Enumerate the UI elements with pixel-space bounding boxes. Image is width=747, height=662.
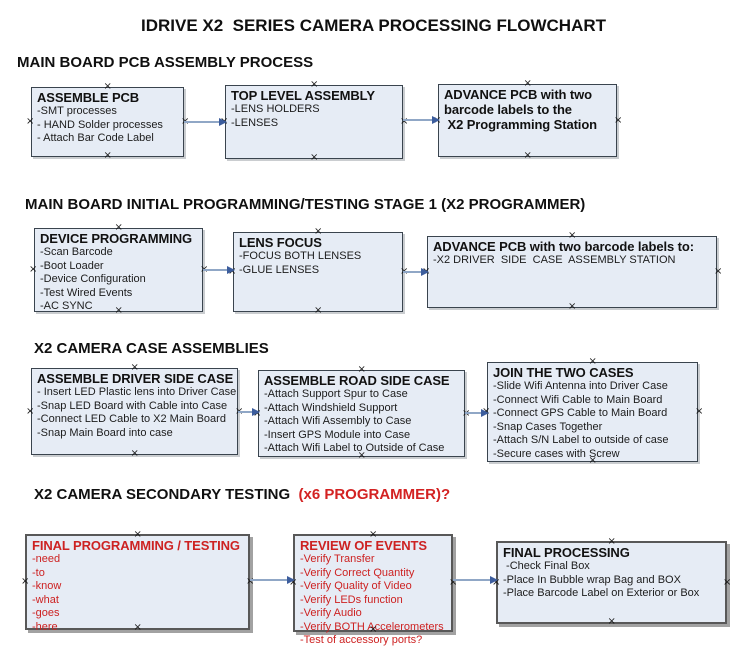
box-item: -Attach Wifi Label to Outside of Case xyxy=(264,442,445,454)
box-item: -LENSES xyxy=(231,116,279,129)
box-item: - Attach Bar Code Label xyxy=(37,132,154,144)
flow-connector-2[interactable] xyxy=(403,116,440,124)
connector-handle-icon: × xyxy=(103,150,112,161)
page-title: IDRIVE X2 SERIES CAMERA PROCESSING FLOWC… xyxy=(140,16,607,35)
box-item: -what xyxy=(32,593,59,606)
box-item: -Connect LED Cable to X2 Main Board xyxy=(37,413,226,425)
flow-connector-8[interactable] xyxy=(453,576,498,584)
connector-handle-icon: × xyxy=(26,405,35,417)
connector-handle-icon: × xyxy=(607,616,616,627)
box-advance-pcb-assembly-station[interactable]: ADVANCE PCB with two barcode labels to: … xyxy=(422,231,722,312)
box-item: -Verify BOTH Accelerometers xyxy=(300,620,444,633)
box-item: -Attach Wifi Assembly to Case xyxy=(264,415,412,427)
flow-connector-1[interactable] xyxy=(184,118,227,126)
box-item: -Verify Quality of Video xyxy=(300,580,412,592)
box-final-programming-testing[interactable]: FINAL PROGRAMMING / TESTING -need -to -k… xyxy=(21,530,254,633)
box-item: -Boot Loader xyxy=(40,259,104,272)
box-title: ASSEMBLE ROAD SIDE CASE xyxy=(264,373,450,388)
box-item: -Verify Correct Quantity xyxy=(300,566,415,579)
section-heading-initial-programming: MAIN BOARD INITIAL PROGRAMMING/TESTING S… xyxy=(25,196,586,213)
connector-handle-icon: × xyxy=(523,150,532,161)
box-item: -Scan Barcode xyxy=(40,246,113,258)
box-title: DEVICE PROGRAMMING xyxy=(40,231,193,246)
box-item: -Snap Main Board into case xyxy=(37,426,173,439)
connector-handle-icon: × xyxy=(29,264,38,275)
box-item: - HAND Solder processes xyxy=(37,118,163,131)
box-item: -goes xyxy=(32,607,60,619)
box-item: -Verify Transfer xyxy=(300,553,375,565)
box-item: -GLUE LENSES xyxy=(239,263,320,276)
connector-handle-icon: × xyxy=(314,305,323,316)
box-assemble-driver-side-case[interactable]: ASSEMBLE DRIVER SIDE CASE - Insert LED P… xyxy=(26,363,243,459)
box-item: -Connect GPS Cable to Main Board xyxy=(493,407,668,419)
box-item: -Attach S/N Label to outside of case xyxy=(493,434,669,446)
box-item: -Insert GPS Module into Case xyxy=(264,428,411,441)
heading-red-part: (x6 PROGRAMMER)? xyxy=(298,486,451,503)
box-item: -Connect Wifi Cable to Main Board xyxy=(493,393,663,406)
box-item: -to xyxy=(32,566,45,579)
box-assemble-road-side-case[interactable]: ASSEMBLE ROAD SIDE CASE -Attach Support … xyxy=(253,365,470,461)
box-item: -Snap LED Board with Cable into Case xyxy=(37,399,228,412)
box-item: -X2 DRIVER SIDE CASE ASSEMBLY STATION xyxy=(433,254,676,266)
box-item: -need xyxy=(32,553,61,565)
box-advance-pcb-programming-station[interactable]: ADVANCE PCB with two barcode labels to t… xyxy=(433,79,622,161)
box-item: -Snap Cases Together xyxy=(493,420,603,433)
box-item: -Attach Support Spur to Case xyxy=(264,388,408,400)
box-top-level-assembly[interactable]: TOP LEVEL ASSEMBLY -LENS HOLDERS -LENSES… xyxy=(220,80,408,163)
box-item: -Place Barcode Label on Exterior or Box xyxy=(503,587,700,599)
box-review-of-events[interactable]: REVIEW OF EVENTS -Verify Transfer -Verif… xyxy=(289,530,457,647)
box-title: REVIEW OF EVENTS xyxy=(300,538,427,553)
box-title: ADVANCE PCB with two barcode labels to: xyxy=(433,239,694,254)
flow-connector-7[interactable] xyxy=(250,576,295,584)
box-item: -here xyxy=(32,620,58,633)
flow-connector-4[interactable] xyxy=(403,268,429,276)
box-title: LENS FOCUS xyxy=(239,235,322,250)
box-final-processing[interactable]: FINAL PROCESSING -Check Final Box -Place… xyxy=(492,537,731,627)
heading-black-part: X2 CAMERA SECONDARY TESTING xyxy=(34,486,299,503)
box-item: -Verify Audio xyxy=(300,607,362,619)
box-item: - Insert LED Plastic lens into Driver Ca… xyxy=(37,386,237,398)
box-item: -SMT processes xyxy=(37,105,117,117)
connector-handle-icon: × xyxy=(714,266,723,277)
section-heading-secondary-testing: X2 CAMERA SECONDARY TESTING (x6 PROGRAMM… xyxy=(34,486,450,504)
box-device-programming[interactable]: DEVICE PROGRAMMING -Scan Barcode -Boot L… xyxy=(29,223,208,316)
box-item: -Place In Bubble wrap Bag and BOX xyxy=(503,573,681,586)
box-title: FINAL PROCESSING xyxy=(503,545,630,560)
box-lens-focus[interactable]: LENS FOCUS -FOCUS BOTH LENSES -GLUE LENS… xyxy=(228,227,408,316)
box-item: -LENS HOLDERS xyxy=(231,103,320,115)
box-item: -AC SYNC xyxy=(40,300,93,312)
box-item: -Verify LEDs function xyxy=(300,593,403,606)
section-heading-case-assemblies: X2 CAMERA CASE ASSEMBLIES xyxy=(34,340,269,357)
box-title: ASSEMBLE DRIVER SIDE CASE xyxy=(37,371,234,386)
connector-handle-icon: × xyxy=(568,301,577,312)
box-title: TOP LEVEL ASSEMBLY xyxy=(231,88,375,103)
box-item: -Device Configuration xyxy=(40,273,146,285)
connector-handle-icon: × xyxy=(26,116,35,127)
box-join-the-two-cases[interactable]: JOIN THE TWO CASES -Slide Wifi Antenna i… xyxy=(482,357,703,466)
box-title: FINAL PROGRAMMING / TESTING xyxy=(32,538,240,553)
box-title: JOIN THE TWO CASES xyxy=(493,365,634,380)
box-item: -FOCUS BOTH LENSES xyxy=(239,250,362,262)
box-item: -Test Wired Events xyxy=(40,286,133,299)
flow-connector-6[interactable] xyxy=(465,409,489,417)
flow-connector-5[interactable] xyxy=(238,408,260,416)
box-assemble-pcb[interactable]: ASSEMBLE PCB -SMT processes - HAND Solde… xyxy=(26,82,189,161)
connector-handle-icon: × xyxy=(21,576,30,587)
box-item: -Slide Wifi Antenna into Driver Case xyxy=(493,380,668,392)
box-title: ADVANCE PCB with two barcode labels to t… xyxy=(444,87,598,132)
connector-handle-icon: × xyxy=(130,448,139,459)
flow-connector-3[interactable] xyxy=(203,266,235,274)
box-item: -Check Final Box xyxy=(503,560,590,572)
box-item: -Test of accessory ports? xyxy=(300,634,423,646)
connector-handle-icon: × xyxy=(310,152,319,163)
box-item: -Secure cases with Screw xyxy=(493,447,620,460)
section-heading-pcb-assembly: MAIN BOARD PCB ASSEMBLY PROCESS xyxy=(17,54,314,71)
box-item: -Attach Windshield Support xyxy=(264,401,398,414)
box-title: ASSEMBLE PCB xyxy=(37,90,140,105)
box-item: -know xyxy=(32,580,62,592)
